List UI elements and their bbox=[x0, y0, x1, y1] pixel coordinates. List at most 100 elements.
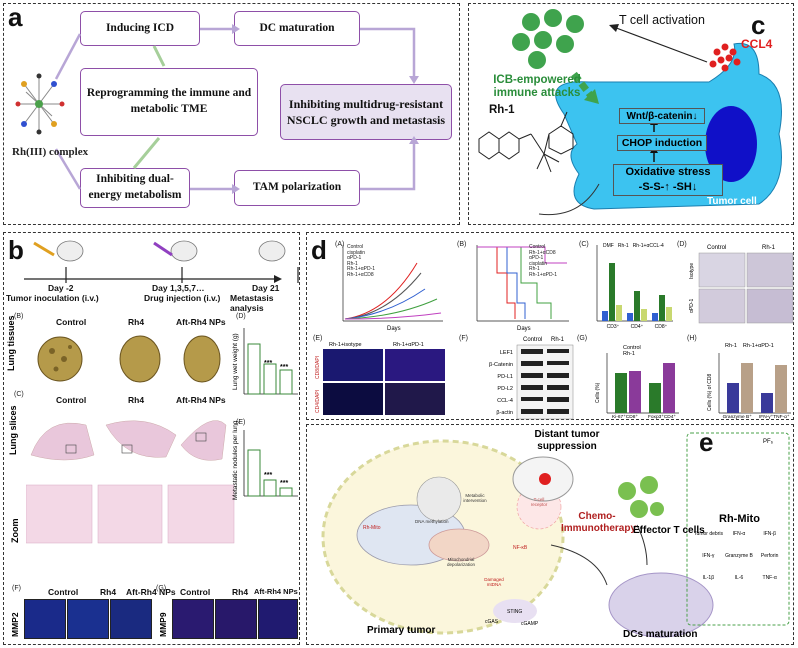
f-row: PD-L2 bbox=[497, 386, 513, 392]
row-zoom: Zoom bbox=[10, 518, 20, 544]
sig-d-2: *** bbox=[280, 364, 289, 371]
rhmito-small: Rh-Mito bbox=[363, 525, 381, 531]
d-sub-e: (E) bbox=[313, 335, 323, 342]
survival-rh1-apd1 bbox=[477, 246, 567, 264]
f-row: β-Catenin bbox=[489, 362, 513, 368]
t-cells-icon bbox=[512, 9, 584, 69]
oxidative-box: Oxidative stress -S-S-↑ -SH↓ bbox=[613, 164, 723, 196]
ylabel-e: Metastatic nodules per lung bbox=[232, 420, 239, 501]
sub-e: (E) bbox=[236, 419, 246, 426]
drug-injection: Drug injection (i.v.) bbox=[144, 293, 221, 303]
tcell-activation-label: T cell activation bbox=[619, 13, 705, 27]
f-row: CCL-4 bbox=[497, 398, 513, 404]
bar-e-aft bbox=[279, 487, 293, 497]
panel-e: e Distant tumor suppression Chemo-Immuno… bbox=[306, 424, 794, 645]
cats-c: CD3⁺CD4⁺CD8⁺ bbox=[601, 324, 673, 330]
box-inducing-icd: Inducing ICD bbox=[80, 11, 200, 46]
panel-b: b Day -2 Tumor inoculation (i.v.) Day 1,… bbox=[3, 232, 300, 645]
xlabel-b: Days bbox=[517, 326, 531, 332]
d-sub-h: (H) bbox=[687, 335, 697, 342]
xlabel-a: Days bbox=[387, 326, 401, 332]
legend-e-item: IL-1β bbox=[702, 575, 715, 581]
tumor-cell-label: Tumor cell bbox=[707, 196, 757, 207]
mouse-icon bbox=[170, 240, 198, 262]
panel-d: d (A) (B) (C) (D) (E) (F) (G) (H) bbox=[306, 232, 794, 420]
mmp9-image-3 bbox=[258, 599, 298, 639]
survival-apd1 bbox=[477, 246, 526, 319]
chop-label: CHOP induction bbox=[617, 135, 707, 151]
metastasis-analysis: Metastasis analysis bbox=[230, 293, 274, 313]
rh1-label: Rh-1 bbox=[489, 104, 515, 116]
col-control-1: Control bbox=[56, 317, 87, 327]
e-row-2: CD4/DAPI bbox=[315, 389, 321, 413]
rh-complex-label: Rh(III) complex bbox=[12, 146, 89, 158]
lung-tissue-images bbox=[37, 335, 221, 383]
ylabel-d: Lung wet weight (g) bbox=[232, 333, 239, 390]
box-reprogramming: Reprogramming the immune and metabolic T… bbox=[80, 68, 258, 136]
effector-label: Effector T cells bbox=[633, 525, 705, 536]
col-control-2: Control bbox=[56, 395, 87, 405]
e-row-1: CD8/DAPI bbox=[315, 355, 321, 379]
cat-g: Ki-67⁺CD8⁺ bbox=[612, 415, 638, 420]
sub-f: (F) bbox=[12, 585, 21, 592]
primary-tumor-label: Primary tumor bbox=[367, 625, 436, 636]
row-lung-tissues: Lung tissues bbox=[6, 315, 16, 371]
sig-e-1: *** bbox=[264, 472, 273, 479]
mmp2-image-2 bbox=[67, 599, 109, 639]
growth-rh1 bbox=[344, 298, 438, 320]
sig-e-2: *** bbox=[280, 480, 289, 487]
legend-c-item: Rh-1 bbox=[617, 243, 629, 249]
bar-e-control bbox=[247, 449, 261, 497]
d-sub-f: (F) bbox=[459, 335, 468, 342]
f-col-control: Control bbox=[523, 337, 543, 343]
dc-cell-shape bbox=[608, 572, 714, 638]
bar-d-control bbox=[247, 343, 261, 395]
box-dc-maturation: DC maturation bbox=[234, 11, 360, 46]
cat-h: Granzyme B⁺ bbox=[722, 415, 752, 420]
legend-e-item: TNF-α bbox=[762, 575, 777, 581]
panel-a-arrows bbox=[15, 24, 419, 194]
mmp2-image-1 bbox=[24, 599, 66, 639]
growth-cisplatin bbox=[344, 272, 422, 320]
box-dual-energy: Inhibiting dual-energy metabolism bbox=[80, 168, 190, 208]
legend-e-item: IFN-γ bbox=[702, 553, 715, 559]
legend-c-item: Rh-1+αCCL-4 bbox=[632, 243, 664, 249]
legend-h-item: Rh-1+αPD-1 bbox=[742, 343, 774, 349]
nfkb-label: NF-κB bbox=[513, 545, 528, 551]
effector-tcells-icon bbox=[618, 476, 664, 518]
legend-g-item: Rh-1 bbox=[623, 351, 635, 357]
panel-b-label: b bbox=[8, 235, 24, 265]
col-rh4-1: Rh4 bbox=[128, 317, 145, 327]
row-lung-slices: Lung slices bbox=[8, 405, 18, 455]
syringe-icon bbox=[153, 241, 173, 257]
timeline bbox=[24, 240, 299, 283]
mmp2-image-3 bbox=[110, 599, 152, 639]
cgamp-label: cGAMP bbox=[521, 621, 539, 627]
pf6-label: PF₆ bbox=[763, 439, 774, 445]
day-21: Day 21 bbox=[252, 283, 280, 293]
panel-d-plots bbox=[323, 245, 794, 420]
panel-e-label: e bbox=[699, 427, 714, 457]
mmp9-label: MMP9 bbox=[158, 612, 168, 637]
cats-h: Granzyme B⁺IFN-γ⁺TNF-α⁺ bbox=[719, 415, 793, 420]
rh1-molecule-icon bbox=[478, 111, 574, 173]
mmp9-image-2 bbox=[215, 599, 257, 639]
cat-c: CD8⁺ bbox=[654, 324, 668, 330]
distant-tumor-label: Distant tumor suppression bbox=[534, 429, 600, 452]
bar-d-aft bbox=[279, 369, 293, 395]
dcs-label: DCs maturation bbox=[623, 629, 698, 640]
d-col-control: Control bbox=[707, 245, 727, 251]
mouse-icon bbox=[258, 240, 286, 262]
damaged-label: Damaged mtDNA bbox=[484, 577, 504, 587]
legend-e-item: Granzyme B bbox=[725, 553, 753, 559]
chart-b-bars bbox=[243, 328, 298, 497]
tumor-inoculation: Tumor inoculation (i.v.) bbox=[6, 293, 99, 303]
ccl4-dots-icon bbox=[709, 43, 741, 72]
f-row: LEF1 bbox=[499, 350, 513, 356]
col-control-3: Control bbox=[48, 587, 79, 597]
col-rh4-2: Rh4 bbox=[128, 395, 145, 405]
legend-a-item: cisplatin bbox=[347, 249, 366, 256]
